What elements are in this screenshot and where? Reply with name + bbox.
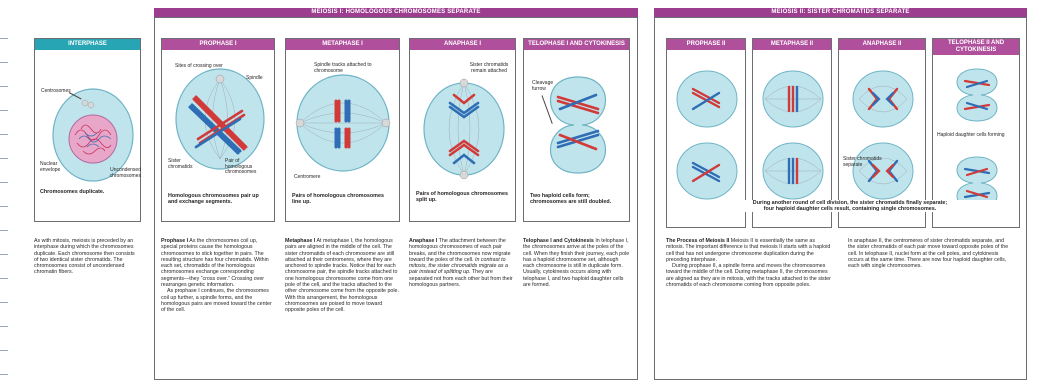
meiosis2-text-left: The Process of Meiosis II Meiosis II is … — [666, 238, 832, 288]
prophase1-title: PROPHASE I — [162, 39, 274, 50]
centromere-label: Centromere — [294, 175, 320, 181]
prophase1-heading: Prophase I — [161, 238, 188, 244]
spindle-tracks-label: Spindle tracks attached to chromosome — [314, 63, 374, 74]
anaphase1-caption: Pairs of homologous chromosomes split up… — [416, 191, 512, 203]
prophase1-caption: Homologous chromosomes pair up and excha… — [168, 193, 268, 205]
metaphase1-cell-illustration — [290, 61, 396, 181]
metaphase1-text: Metaphase I At metaphase I, the homologo… — [285, 238, 399, 314]
haploid-cells-label: Haploid daughter cells forming — [937, 133, 1007, 139]
cleavage-furrow-label: Cleavage furrow — [532, 81, 562, 92]
metaphase2-cells-illustration — [757, 59, 829, 209]
prophase1-paragraph-1: As the chromosomes coil up, special prot… — [161, 238, 269, 288]
uncondensed-chromosomes-label: Uncondensed chromosomes — [105, 168, 141, 179]
crossing-over-label: Sites of crossing over — [175, 64, 223, 70]
prophase1-panel: PROPHASE I Sites of crossing over Spindl… — [161, 38, 275, 222]
metaphase1-paragraph: At metaphase I, the homologous pairs are… — [285, 238, 399, 313]
telophase1-paragraph: In telophase I, the chromosomes arrive a… — [523, 238, 629, 288]
meiosis2-heading: The Process of Meiosis II — [666, 238, 729, 244]
anaphase1-text: Anaphase I The attachment between the ho… — [409, 238, 515, 288]
telophase1-title: TELOPHASE I AND CYTOKINESIS — [524, 39, 629, 50]
meiosis1-banner: MEIOSIS I: HOMOLOGOUS CHROMOSOMES SEPARA… — [154, 8, 638, 17]
metaphase1-caption: Pairs of homologous chromosomes line up. — [292, 193, 392, 205]
anaphase1-title: ANAPHASE I — [410, 39, 515, 50]
anaphase1-panel: ANAPHASE I Sister chromatids remain atta… — [409, 38, 516, 222]
telophase1-text: Telophase I and Cytokinesis In telophase… — [523, 238, 631, 288]
homologous-pair-label: Pair of homologous chromosomes — [225, 159, 267, 176]
anaphase1-heading: Anaphase I — [409, 238, 437, 244]
centrosomes-label: Centrosomes — [41, 89, 71, 95]
meiosis2-caption-line-2: four haploid daughter cells result, cont… — [764, 206, 937, 212]
prophase2-title: PROPHASE II — [667, 39, 745, 50]
anaphase2-title: ANAPHASE II — [839, 39, 925, 50]
telophase1-panel: TELOPHASE I AND CYTOKINESIS Cleavage fur… — [523, 38, 630, 222]
metaphase1-panel: METAPHASE I Spindle tracks attached to c… — [285, 38, 400, 222]
spindle-label: Spindle — [246, 76, 263, 82]
prophase2-cells-illustration — [671, 59, 743, 209]
interphase-title: INTERPHASE — [35, 39, 140, 50]
anaphase2-cells-illustration — [845, 59, 921, 209]
meiosis2-paragraph-2: During prophase II, a spindle forms and … — [666, 263, 832, 288]
margin-ruler — [0, 0, 8, 387]
telophase1-heading: Telophase I and Cytokinesis — [523, 238, 594, 244]
metaphase2-title: METAPHASE II — [753, 39, 831, 50]
interphase-text: As with mitosis, meiosis is preceded by … — [34, 238, 140, 276]
telophase2-cells-illustration — [943, 59, 1011, 219]
nuclear-envelope-label: Nuclear envelope — [40, 162, 68, 173]
sister-attached-label: Sister chromatids remain attached — [466, 63, 512, 74]
meiosis2-caption: During another round of cell division, t… — [700, 200, 1000, 212]
interphase-caption: Chromosomes duplicate. — [40, 189, 137, 195]
metaphase1-heading: Metaphase I — [285, 238, 315, 244]
meiosis2-text-right: In anaphase II, the centromeres of siste… — [848, 238, 1010, 269]
meiosis2-banner: MEIOSIS II: SISTER CHROMATIDS SEPARATE — [654, 8, 1027, 17]
prophase1-paragraph-2: As prophase I continues, the chromosomes… — [161, 288, 274, 313]
anaphase1-cell-illustration — [414, 69, 514, 179]
sister-chromatids-label: Sister chromatids — [168, 159, 194, 170]
sister-separate-label: Sister chromatids separate — [843, 157, 887, 168]
interphase-panel: INTERPHASE Centrosomes Nuclear envelope … — [34, 38, 141, 222]
prophase1-text: Prophase I As the chromosomes coil up, s… — [161, 238, 274, 314]
telophase1-caption: Two haploid cells form; chromosomes are … — [530, 193, 626, 205]
telophase2-title: TELOPHASE II AND CYTOKINESIS — [933, 39, 1019, 55]
metaphase1-title: METAPHASE I — [286, 39, 399, 50]
